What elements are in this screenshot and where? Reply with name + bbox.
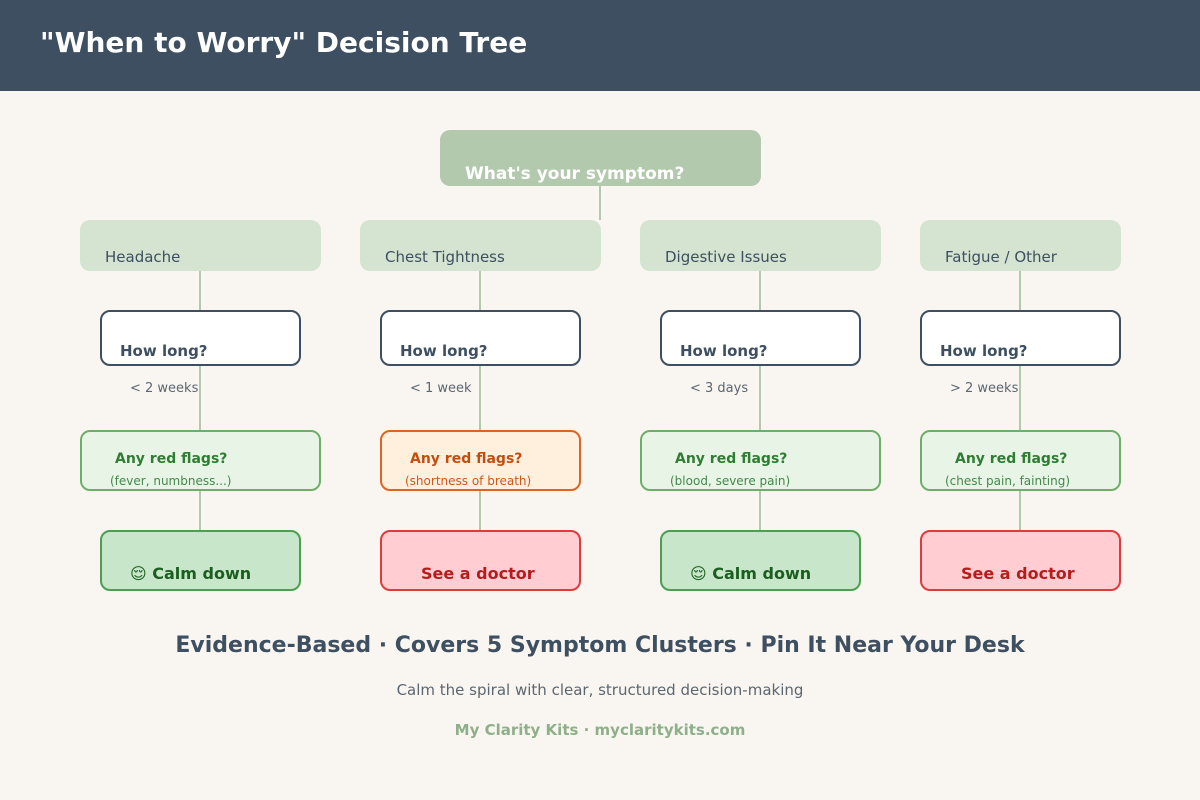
- red-flag-detail: (chest pain, fainting): [945, 474, 1071, 488]
- red-flag-title: Any red flags?: [955, 451, 1068, 467]
- duration-label: > 2 weeks: [950, 381, 1019, 396]
- header-banner: "When to Worry" Decision Tree: [0, 0, 1200, 91]
- outcome-node-doctor: See a doctor: [920, 530, 1121, 591]
- page-title: "When to Worry" Decision Tree: [40, 26, 528, 59]
- brand-footer: My Clarity Kits · myclaritykits.com: [454, 721, 746, 739]
- category-label: Digestive Issues: [665, 248, 787, 266]
- question-label: How long?: [400, 342, 488, 360]
- outcome-node-calm: 😌 Calm down: [660, 530, 861, 591]
- category-label: Chest Tightness: [385, 248, 505, 266]
- red-flag-node: Any red flags? (fever, numbness...): [80, 430, 321, 491]
- red-flag-title: Any red flags?: [115, 451, 228, 467]
- red-flag-detail: (shortness of breath): [405, 474, 532, 488]
- outcome-node-calm: 😌 Calm down: [100, 530, 301, 591]
- relieved-face-icon: 😌: [130, 564, 147, 583]
- red-flag-detail: (fever, numbness...): [110, 474, 232, 488]
- duration-label: < 3 days: [690, 381, 749, 396]
- category-label: Headache: [105, 248, 181, 266]
- outcome-label: See a doctor: [421, 564, 535, 583]
- question-node: How long?: [920, 310, 1121, 366]
- red-flag-title: Any red flags?: [675, 451, 788, 467]
- question-label: How long?: [120, 342, 208, 360]
- question-label: How long?: [680, 342, 768, 360]
- outcome-label: 😌 Calm down: [690, 564, 812, 583]
- question-node: How long?: [380, 310, 581, 366]
- question-node: How long?: [100, 310, 301, 366]
- root-node: What's your symptom?: [440, 130, 761, 186]
- category-label: Fatigue / Other: [945, 248, 1057, 266]
- relieved-face-icon: 😌: [690, 564, 707, 583]
- question-label: How long?: [940, 342, 1028, 360]
- outcome-node-doctor: See a doctor: [380, 530, 581, 591]
- root-label: What's your symptom?: [465, 164, 685, 184]
- tagline: Evidence-Based · Covers 5 Symptom Cluste…: [175, 633, 1025, 658]
- question-node: How long?: [660, 310, 861, 366]
- category-node-digestive-issues: Digestive Issues: [640, 220, 881, 271]
- red-flag-node: Any red flags? (chest pain, fainting): [920, 430, 1121, 491]
- duration-label: < 2 weeks: [130, 381, 199, 396]
- subtitle: Calm the spiral with clear, structured d…: [396, 681, 804, 699]
- red-flag-node: Any red flags? (blood, severe pain): [640, 430, 881, 491]
- category-node-headache: Headache: [80, 220, 321, 271]
- red-flag-title: Any red flags?: [410, 451, 523, 467]
- category-node-fatigue-other: Fatigue / Other: [920, 220, 1121, 271]
- red-flag-detail: (blood, severe pain): [670, 474, 791, 488]
- duration-label: < 1 week: [410, 381, 472, 396]
- category-node-chest-tightness: Chest Tightness: [360, 220, 601, 271]
- outcome-label: See a doctor: [961, 564, 1075, 583]
- outcome-label: 😌 Calm down: [130, 564, 252, 583]
- red-flag-node: Any red flags? (shortness of breath): [380, 430, 581, 491]
